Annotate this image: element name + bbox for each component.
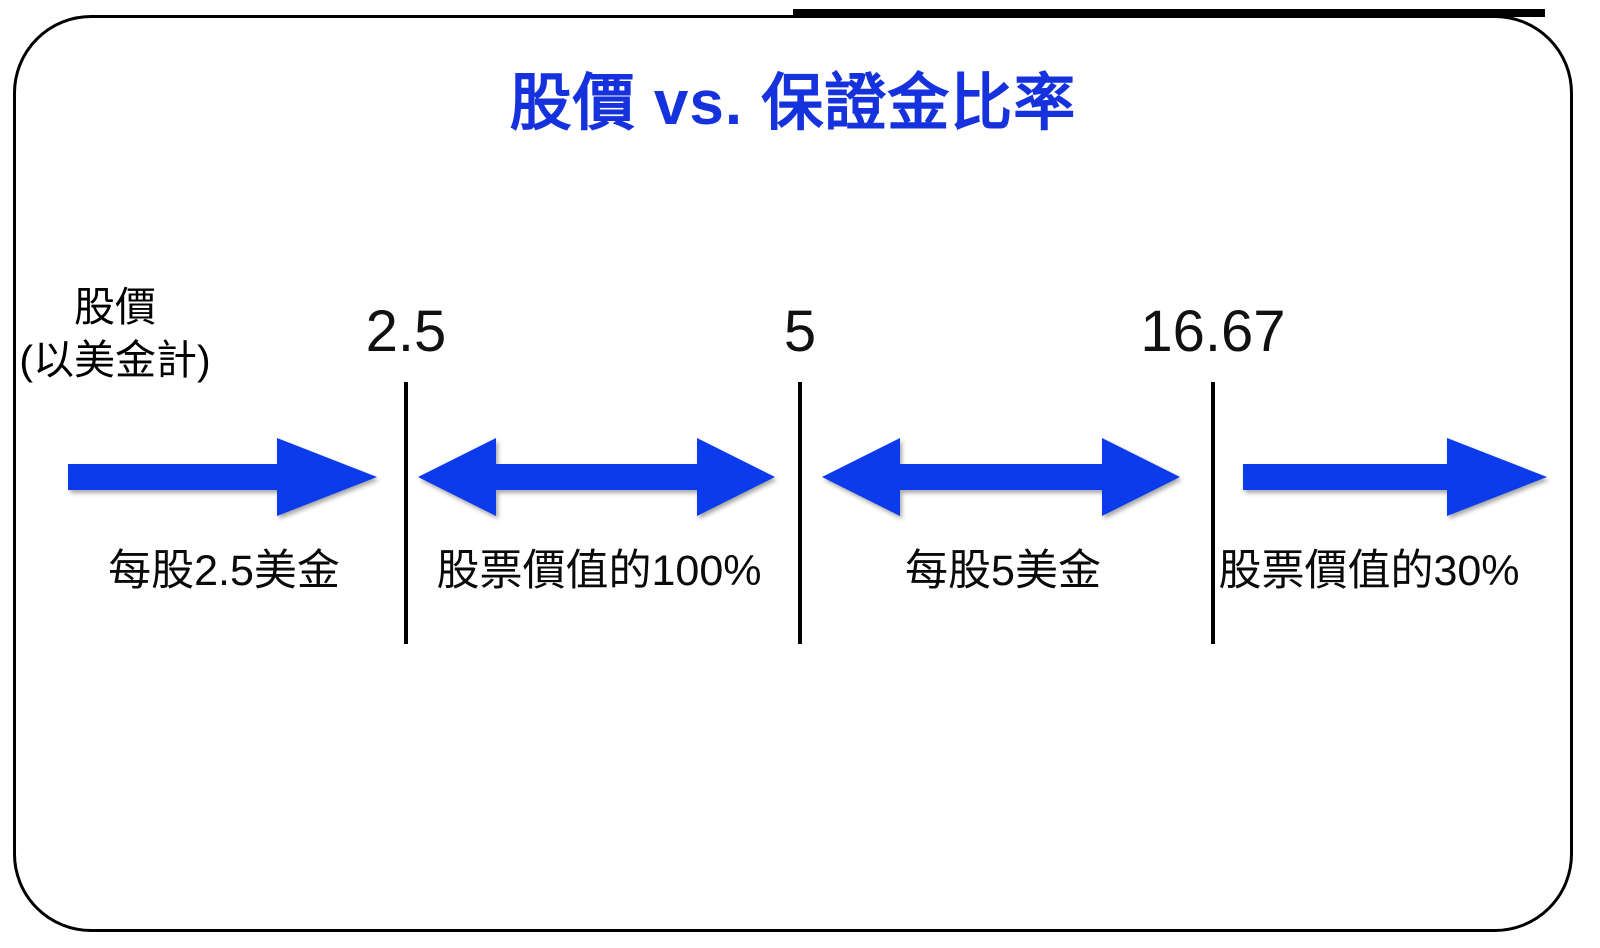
tick-value-2-5: 2.5 <box>365 299 447 364</box>
tick-line-2-5 <box>404 382 408 644</box>
arrow-double-icon <box>418 437 775 517</box>
segment-label: 股票價值的30% <box>1218 547 1520 595</box>
arrow-right-icon <box>68 437 377 517</box>
segment-label: 每股5美金 <box>905 547 1101 595</box>
axis-label-line2: (以美金計) <box>19 337 211 383</box>
segment-label: 每股2.5美金 <box>108 547 340 595</box>
tick-value-5: 5 <box>783 299 817 364</box>
axis-label-line1: 股價 <box>74 284 156 330</box>
arrow-double-icon <box>822 437 1180 517</box>
page-title: 股價 vs. 保證金比率 <box>509 69 1077 138</box>
top-edge-bar <box>793 9 1545 17</box>
segment-label: 股票價值的100% <box>436 547 762 595</box>
tick-line-5 <box>798 382 802 644</box>
tick-line-16-67 <box>1211 382 1215 644</box>
arrow-right-icon <box>1243 437 1547 517</box>
tick-value-16-67: 16.67 <box>1140 299 1286 364</box>
axis-label: 股價 (以美金計) <box>12 281 218 387</box>
